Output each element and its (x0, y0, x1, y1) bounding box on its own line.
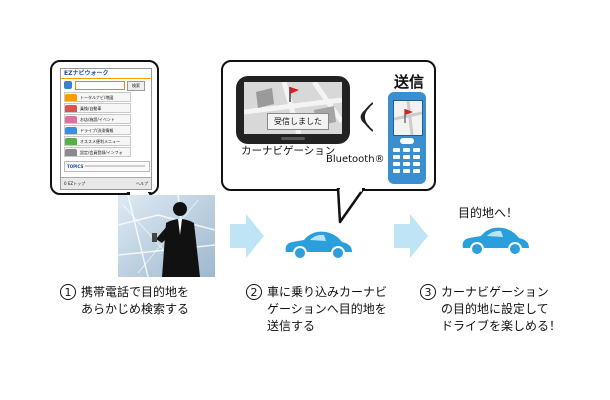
step-text-line: 車に乗り込みカーナビ (267, 285, 388, 299)
step-text-line: ドライブを楽しめる！ (441, 319, 562, 333)
transfer-bubble: 受信しました カーナビゲーション Bluetooth® 送信 (221, 60, 436, 191)
search-input[interactable] (75, 81, 125, 90)
businessman-illustration (118, 195, 215, 277)
mobile-nav-key (400, 138, 414, 144)
car-icon (462, 227, 529, 256)
destination-label: 目的地へ！ (458, 206, 519, 220)
key (413, 148, 420, 152)
step-text-line: 携帯電話で目的地を (81, 285, 190, 299)
gear-icon (65, 149, 77, 156)
topics-text-line (85, 165, 145, 167)
key (393, 169, 400, 173)
menu-item-shops[interactable]: お店/施設/イベント (64, 114, 131, 124)
menu-label: 乗換/自動車 (80, 106, 102, 111)
step-number: 3 (420, 284, 436, 300)
key (413, 169, 420, 173)
step-text-line: カーナビゲーション (441, 285, 549, 299)
received-message-box: 受信しました (267, 113, 329, 130)
train-icon (65, 105, 77, 112)
step-1: 1 携帯電話で目的地を あらかじめ検索する (60, 284, 189, 318)
search-button-label: 検索 (132, 83, 140, 88)
key (413, 155, 420, 159)
app-title-bar: EZナビウォーク (61, 69, 151, 79)
phone-screen: EZナビウォーク 検索 トータルナビ/地図 乗換/自動車 お店/施設/イベント (60, 68, 152, 190)
received-message: 受信しました (274, 117, 322, 126)
car-nav-bezel-button (281, 137, 305, 140)
step-text-line: あらかじめ検索する (81, 302, 190, 316)
menu-label: 設定/会員登録/インフォ (80, 150, 123, 155)
flag-icon (289, 87, 299, 102)
arrow-right-icon (394, 214, 428, 258)
menu-label: オススメ便利メニュー (80, 139, 120, 144)
wireless-signal-icon (360, 102, 373, 132)
key (393, 162, 400, 166)
step-text-line: ゲーションへ目的地を (267, 302, 387, 316)
mobile-phone (388, 92, 426, 184)
map-icon (65, 94, 77, 101)
shop-icon (65, 116, 77, 123)
bubble-tail (336, 188, 366, 224)
bluetooth-label: Bluetooth® (326, 154, 385, 165)
car-nav-device: 受信しました (236, 76, 350, 144)
mobile-map (393, 100, 423, 136)
step-number: 1 (60, 284, 76, 300)
key (403, 162, 410, 166)
menu-label: ドライブ/渋滞情報 (80, 128, 114, 133)
footer-left[interactable]: 0 EZトップ (64, 181, 86, 186)
search-icon (64, 81, 72, 89)
arrow-right-icon (230, 214, 264, 258)
key (403, 155, 410, 159)
star-icon (65, 138, 77, 145)
menu-label: お店/施設/イベント (80, 117, 115, 122)
businessman-photo (118, 195, 215, 277)
menu-item-recommend[interactable]: オススメ便利メニュー (64, 136, 131, 146)
topics-label: TOPICS (67, 164, 84, 169)
menu-item-total-navi[interactable]: トータルナビ/地図 (64, 92, 131, 102)
phone-screen-bubble: EZナビウォーク 検索 トータルナビ/地図 乗換/自動車 お店/施設/イベント (50, 60, 159, 195)
menu-item-transfer[interactable]: 乗換/自動車 (64, 103, 131, 113)
step-number: 2 (246, 284, 262, 300)
key (393, 155, 400, 159)
step-text-line: 送信する (267, 319, 316, 333)
car-icon (65, 127, 77, 134)
topics-row: TOPICS (64, 161, 150, 172)
search-button[interactable]: 検索 (127, 81, 145, 91)
app-title: EZナビウォーク (64, 70, 109, 77)
phone-footer: 0 EZトップ ヘルプ (61, 177, 151, 189)
menu-item-settings[interactable]: 設定/会員登録/インフォ (64, 147, 131, 157)
menu-label: トータルナビ/地図 (80, 95, 114, 100)
footer-right[interactable]: ヘルプ (136, 181, 148, 186)
step-2: 2 車に乗り込みカーナビ ゲーションへ目的地を 送信する (246, 284, 387, 335)
key (393, 148, 400, 152)
car-nav-label: カーナビゲーション (241, 145, 336, 157)
car-icon (285, 231, 352, 260)
menu-item-drive[interactable]: ドライブ/渋滞情報 (64, 125, 131, 135)
key (403, 148, 410, 152)
mobile-phone-screen (393, 100, 423, 136)
search-row: 検索 (61, 80, 151, 91)
step-text-line: の目的地に設定して (441, 302, 549, 316)
key (413, 162, 420, 166)
key (403, 169, 410, 173)
car-nav-screen: 受信しました (244, 82, 342, 134)
step-3: 3 カーナビゲーション の目的地に設定して ドライブを楽しめる！ (420, 284, 561, 335)
send-label: 送信 (394, 73, 425, 91)
